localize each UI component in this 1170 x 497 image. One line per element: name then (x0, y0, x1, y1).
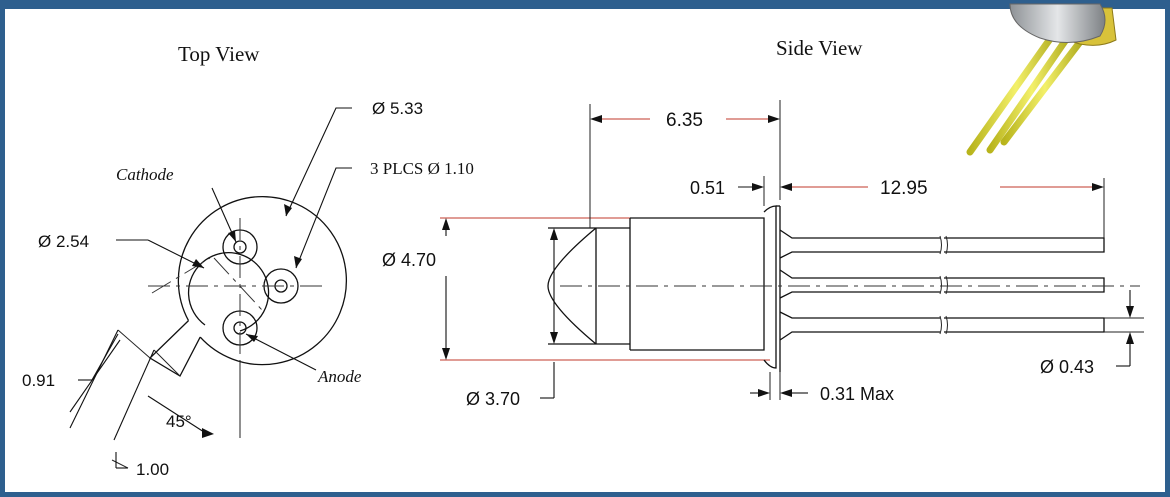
label-body-dia: Ø 4.70 (382, 250, 436, 270)
label-lead-length: 12.95 (880, 178, 928, 199)
label-lead-dia: Ø 0.43 (1040, 357, 1094, 377)
label-lens-dia: Ø 3.70 (466, 389, 520, 409)
label-anode: Anode (317, 367, 362, 386)
label-angle: 45° (166, 412, 192, 431)
label-body-length: 6.35 (666, 110, 703, 131)
side-view-title: Side View (776, 36, 863, 60)
label-flange-gap: 0.31 Max (820, 384, 894, 404)
side-view-drawing (440, 100, 1144, 400)
label-flange-thk: 0.51 (690, 178, 725, 198)
component-photo (966, 3, 1117, 156)
top-view-drawing (69, 107, 352, 469)
leads (779, 229, 1105, 341)
label-tab-length: 1.00 (136, 460, 169, 479)
label-tab-width: 0.91 (22, 371, 55, 390)
top-view-title: Top View (178, 42, 260, 66)
label-cathode: Cathode (116, 165, 174, 184)
label-dia-outer: Ø 5.33 (372, 99, 423, 118)
label-pins-callout: 3 PLCS Ø 1.10 (370, 159, 474, 178)
label-dia-pitch: Ø 2.54 (38, 232, 89, 251)
